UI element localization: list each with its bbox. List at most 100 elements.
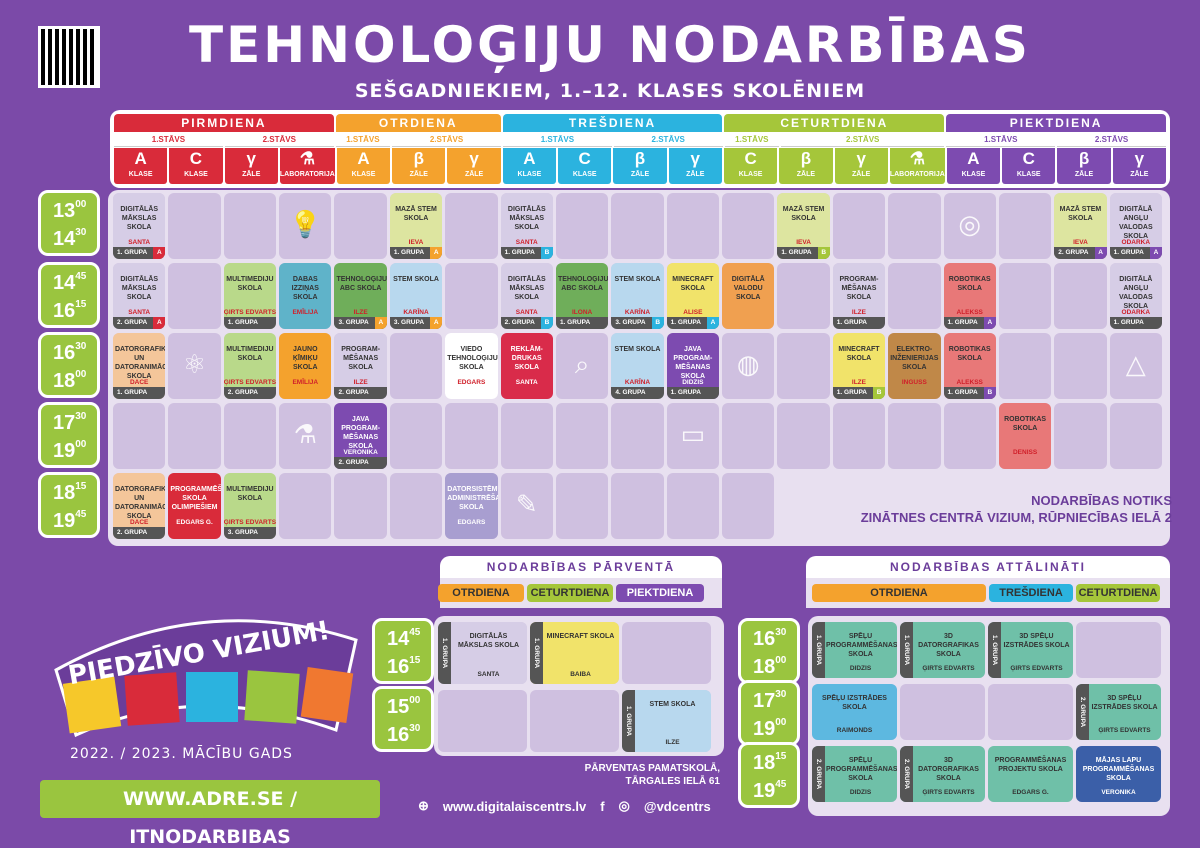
- parventa-location-line-2: TĀRGALES IELĀ 61: [625, 776, 720, 787]
- class-card[interactable]: DIGITĀLĀ VALODU SKOLA: [722, 263, 775, 329]
- class-teacher: BAIBA: [570, 671, 591, 678]
- room-type: KLASE: [1016, 171, 1041, 178]
- class-card[interactable]: DATORGRAFIKAS UN DATORANIMĀCIJAS SKOLADA…: [113, 333, 166, 399]
- web-link[interactable]: WWW.ADRE.SE / ITNODARBIBAS: [40, 780, 380, 848]
- empty-slot: [888, 263, 941, 329]
- room-symbol: A: [357, 149, 370, 168]
- qr-code[interactable]: [38, 26, 100, 88]
- parventa-location-line-1: PĀRVENTAS PAMATSKOLĀ,: [584, 763, 720, 774]
- class-teacher: EDGARS: [457, 519, 486, 526]
- group-label: 3. GRUPA: [227, 529, 258, 536]
- empty-slot: [555, 193, 609, 259]
- site-link[interactable]: www.digitalaiscentrs.lv: [442, 798, 587, 814]
- social-handle[interactable]: @vdcentrs: [643, 798, 711, 814]
- day-pill: CETURTDIENA: [1076, 584, 1160, 602]
- time-end: 1630: [387, 723, 421, 746]
- time-end-min: 00: [75, 369, 87, 380]
- empty-slot: [334, 193, 387, 259]
- class-name: DIGITĀLĀS MĀKSLAS SKOLA: [457, 633, 520, 649]
- group-label: 1. GRUPA: [393, 249, 425, 256]
- instagram-icon[interactable]: ◎: [618, 798, 630, 813]
- room-symbol: β: [1078, 149, 1090, 168]
- group-label: 1. GRUPA: [836, 319, 867, 326]
- group-badge: B: [817, 247, 830, 259]
- class-teacher: EDGARS G.: [176, 519, 213, 526]
- day-pill: OTRDIENA: [812, 584, 986, 602]
- class-name: ROBOTIKAS SKOLA: [948, 276, 991, 292]
- room-type: ZĀLE: [852, 171, 871, 178]
- class-teacher: ODARKA: [1121, 309, 1151, 316]
- time-start-min: 30: [775, 689, 787, 700]
- facebook-icon[interactable]: f: [600, 798, 605, 814]
- class-name: DATORGRAFIKAS UN DATORANIMĀCIJAS SKOLA: [115, 346, 166, 380]
- class-teacher: ODARKA: [1121, 239, 1151, 246]
- room-type: KLASE: [738, 171, 763, 178]
- empty-slot: [389, 333, 443, 399]
- class-name: MINECRAFT SKOLA: [838, 346, 880, 362]
- decor-icon: △: [1125, 349, 1146, 379]
- class-teacher: ĢIRTS EDVARTS: [1010, 665, 1063, 672]
- time-start-min: 00: [75, 199, 87, 210]
- floor-label: 1.STĀVS: [502, 133, 612, 147]
- time-start-min: 15: [75, 481, 87, 492]
- class-card[interactable]: DATORGRAFIKAS UN DATORANIMĀCIJAS SKOLADA…: [113, 473, 166, 539]
- class-name: SPĒĻU IZSTRĀDES SKOLA: [822, 695, 887, 711]
- group-badge: A: [707, 317, 720, 329]
- time-end-min: 00: [75, 439, 87, 450]
- group-label: 1. GRUPA: [670, 389, 701, 396]
- class-teacher: EMĪLIJA: [292, 309, 319, 316]
- empty-slot: [555, 333, 609, 399]
